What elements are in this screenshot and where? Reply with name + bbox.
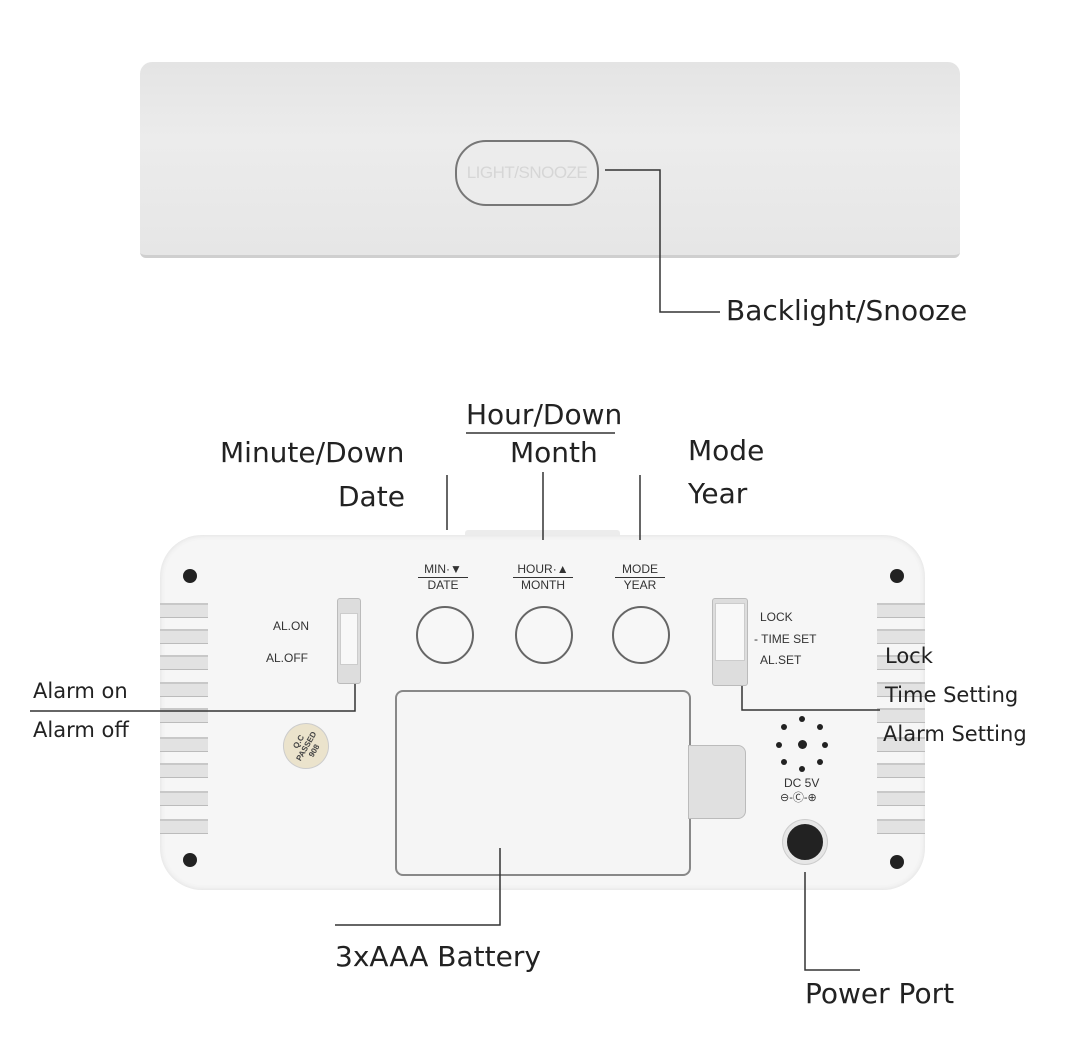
- vent-slot: [160, 791, 208, 806]
- callout-time-setting: Time Setting: [885, 683, 1019, 707]
- polarity-icon: ⊖-Ⓒ-⊕: [780, 792, 817, 804]
- callout-battery: 3xAAA Battery: [335, 940, 541, 973]
- callout-hour: Hour/Down: [466, 398, 623, 431]
- callout-month: Month: [510, 436, 598, 469]
- al-on-text: AL.ON: [273, 619, 310, 633]
- battery-cover: [395, 690, 691, 876]
- caption-top: MODE: [615, 562, 665, 578]
- screw-icon: [890, 855, 904, 869]
- vent-slot: [877, 737, 925, 752]
- screw-icon: [183, 569, 197, 583]
- vent-slot: [160, 737, 208, 752]
- screw-icon: [183, 853, 197, 867]
- callout-mode: Mode: [688, 434, 765, 467]
- function-switch: [712, 598, 748, 686]
- callout-power-port: Power Port: [805, 977, 955, 1010]
- leader-line-snooze: [605, 169, 720, 313]
- caption-bottom: MONTH: [521, 578, 565, 592]
- vent-slot: [160, 629, 208, 644]
- leader-line-power: [804, 872, 860, 971]
- al-off-text: AL.OFF: [266, 651, 309, 665]
- time-set-text: - TIME SET: [754, 632, 817, 646]
- vent-slot: [160, 655, 208, 670]
- leader-line-battery: [335, 848, 501, 926]
- callout-minute: Minute/Down: [220, 436, 405, 469]
- button-caption-hour: HOUR·▲MONTH: [513, 562, 573, 593]
- mode-year-button: [612, 606, 670, 664]
- vent-slot: [877, 791, 925, 806]
- power-jack: [783, 820, 827, 864]
- vent-slot: [877, 603, 925, 618]
- vent-slot: [160, 763, 208, 778]
- hour-month-button: [515, 606, 573, 664]
- callout-year: Year: [688, 477, 748, 510]
- al-set-text: AL.SET: [760, 653, 802, 667]
- alarm-switch-knob: [340, 613, 358, 665]
- battery-cover-tab: [688, 745, 746, 819]
- caption-top: HOUR·▲: [513, 562, 573, 578]
- vent-slot: [160, 682, 208, 697]
- callout-alarm-on: Alarm on: [33, 679, 128, 703]
- vent-slot: [877, 763, 925, 778]
- caption-top: MIN·▼: [418, 562, 468, 578]
- button-caption-min: MIN·▼DATE: [418, 562, 468, 593]
- callout-alarm-off: Alarm off: [33, 718, 129, 742]
- vent-slot: [877, 682, 925, 697]
- vent-slot: [877, 655, 925, 670]
- caption-bottom: YEAR: [623, 578, 657, 592]
- function-switch-knob: [715, 603, 745, 661]
- vent-slot: [877, 629, 925, 644]
- callout-date: Date: [338, 480, 405, 513]
- callout-backlight-snooze: Backlight/Snooze: [726, 294, 968, 327]
- lock-text: LOCK: [760, 610, 793, 624]
- min-date-button: [416, 606, 474, 664]
- callout-lock: Lock: [885, 644, 933, 668]
- vent-slot: [160, 603, 208, 618]
- alarm-switch: [337, 598, 361, 684]
- caption-bottom: DATE: [427, 578, 459, 592]
- vent-slot: [877, 819, 925, 834]
- snooze-button-text: LIGHT/SNOOZE: [466, 163, 588, 182]
- light-snooze-button: LIGHT/SNOOZE: [455, 140, 599, 206]
- vent-slot: [877, 708, 925, 723]
- leader-line-alarm: [30, 684, 356, 712]
- vent-slot: [160, 819, 208, 834]
- callout-alarm-setting: Alarm Setting: [883, 722, 1027, 746]
- dc-5v-text: DC 5V: [784, 776, 820, 790]
- leader-line-function: [741, 686, 880, 711]
- screw-icon: [890, 569, 904, 583]
